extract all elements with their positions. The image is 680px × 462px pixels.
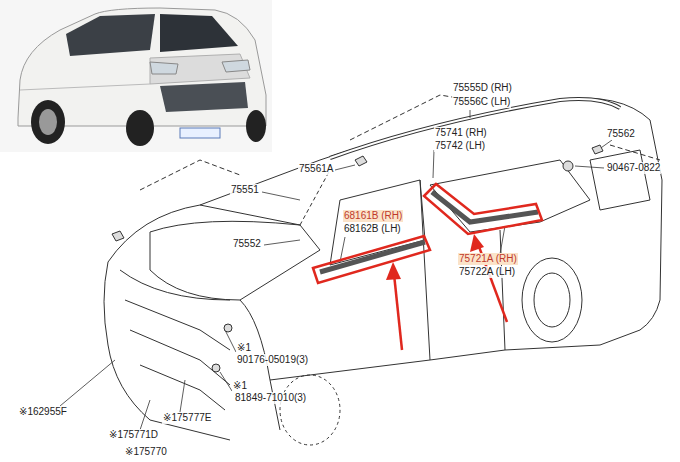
callout-number: 75562 — [606, 128, 636, 140]
callout-number: 75722A (LH) — [458, 266, 516, 278]
callout-number: 90467-0822 — [606, 162, 661, 174]
callout-number: ※162955F — [18, 406, 68, 418]
callout-number: 68162B (LH) — [343, 223, 402, 235]
callout-number: 90176-05019(3) — [236, 354, 309, 366]
leader-lines — [60, 110, 612, 430]
callout-number: 75556C (LH) — [452, 96, 511, 108]
callout-number: 81849-71010(3) — [234, 392, 307, 404]
vehicle-photo — [0, 0, 272, 152]
callout-number: 75721A (RH) — [458, 253, 518, 265]
clip-symbols — [112, 145, 603, 372]
callout-number: ※175777E — [162, 412, 212, 424]
callout-number: 75552 — [232, 238, 262, 250]
callout-number: 68161B (RH) — [343, 210, 403, 222]
vehicle-line-drawing — [104, 95, 662, 445]
callout-number: 75555D (RH) — [452, 82, 513, 94]
callout-number: ※1 — [232, 380, 248, 392]
highlight-outlines — [313, 184, 542, 350]
callout-number: 75561A — [298, 163, 334, 175]
callout-number: ※1 — [236, 342, 252, 354]
callout-number: ※175771D — [108, 429, 159, 441]
callout-number: 75551 — [230, 184, 260, 196]
callout-number: ※175770 — [124, 446, 168, 458]
callout-number: 75742 (LH) — [434, 140, 486, 152]
callout-number: 75741 (RH) — [434, 127, 488, 139]
